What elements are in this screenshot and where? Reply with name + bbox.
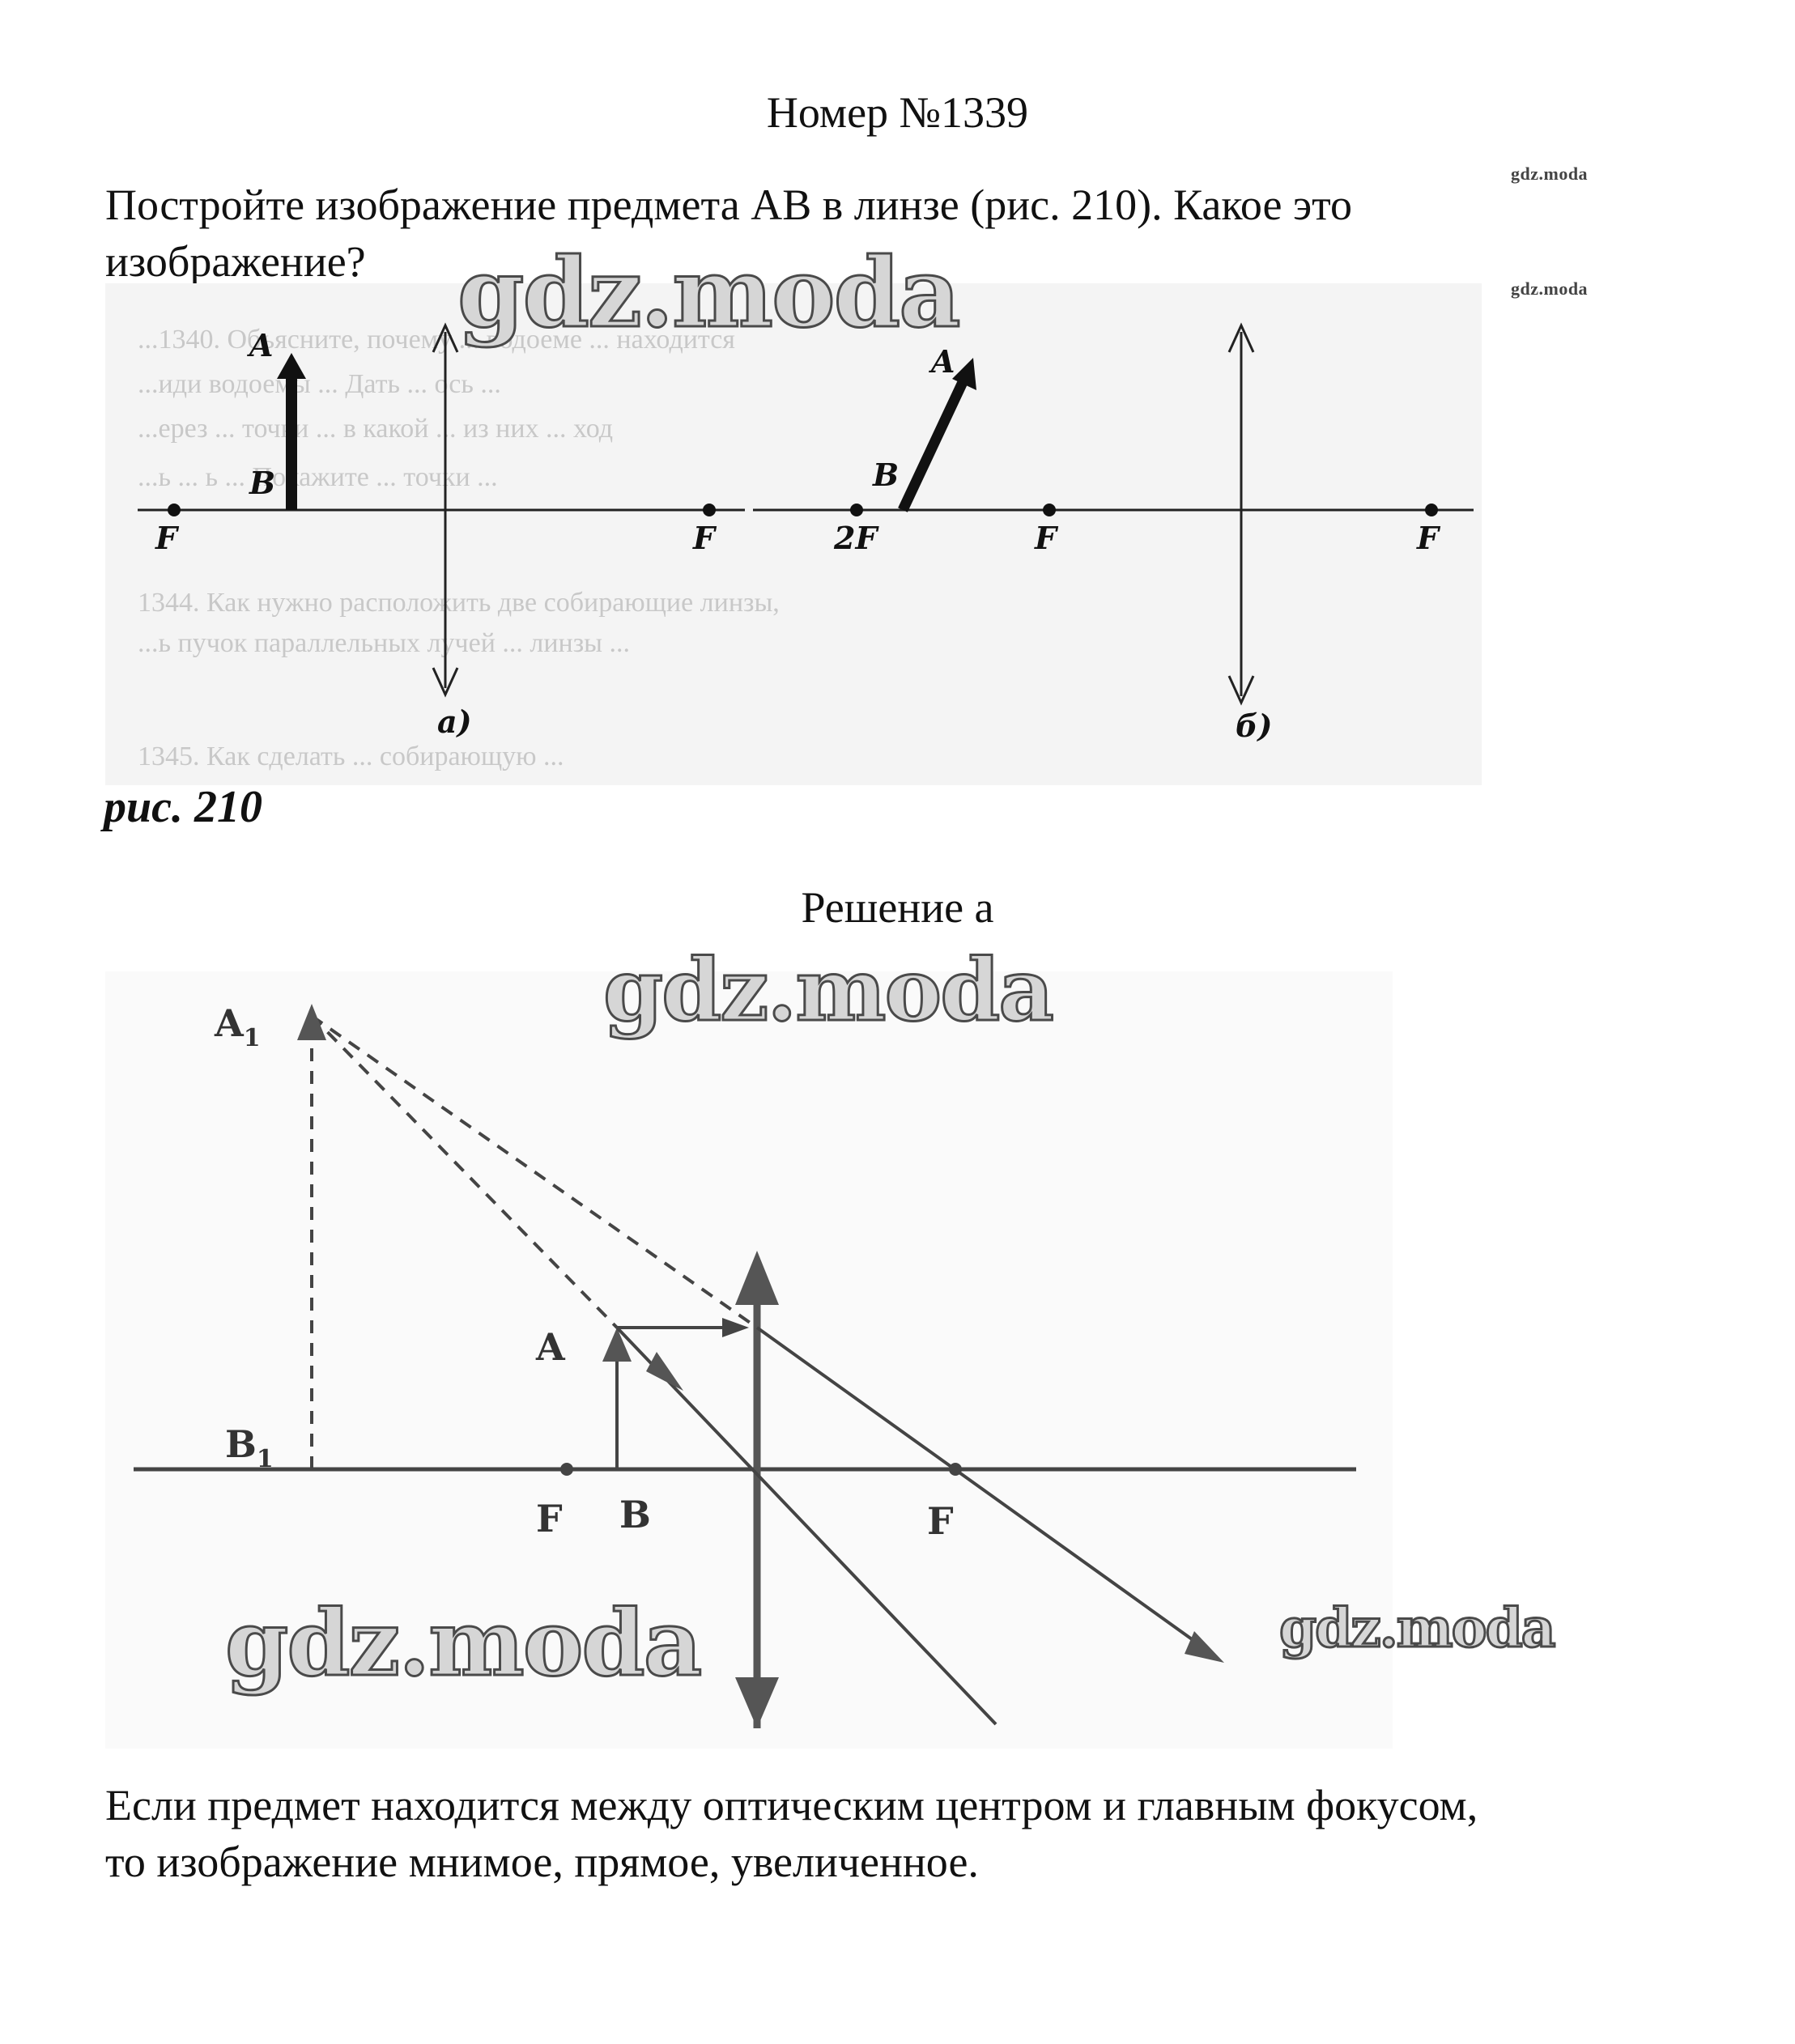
panel-a-lens-bottom-arrow	[432, 667, 459, 698]
answer-line-1: Если предмет находится между оптическим …	[105, 1781, 1478, 1829]
bg-text-line-4: ...ь ... ь ... Покажите ... точки ...	[138, 462, 498, 492]
watermark-large-3: gdz.moda	[223, 1590, 703, 1698]
panel-b-label-2F: 2F	[833, 520, 879, 556]
panel-a-label-A: A	[247, 327, 273, 363]
panel-b-object-arrow	[898, 378, 968, 512]
panel-a-label-F-left: F	[155, 520, 180, 556]
task-line-1: Постройте изображение предмета AB в линз…	[105, 181, 1353, 229]
panel-b-focus-right-dot	[1425, 504, 1438, 516]
solution-center-ray-arrowhead	[646, 1352, 683, 1391]
task-line-2: изображение?	[105, 237, 366, 286]
solution-refracted-ray-arrowhead	[1185, 1631, 1224, 1663]
solution-label-F-right: F	[927, 1499, 954, 1543]
solution-lens-top-arrowhead	[735, 1251, 779, 1305]
task-text: Постройте изображение предмета AB в линз…	[105, 176, 1530, 290]
solution-object-arrowhead	[602, 1328, 632, 1362]
panel-b-object-arrowhead	[952, 358, 976, 390]
watermark-large-4: gdz.moda	[1278, 1596, 1558, 1661]
panel-b-sublabel: б)	[1236, 708, 1272, 744]
figure-background-text: ...1340. Объясните, почему ... водоеме .…	[138, 325, 780, 771]
panel-b-lens-bottom-arrow	[1227, 675, 1255, 706]
panel-b-focus-left-dot	[1043, 504, 1056, 516]
panel-b-label-A: A	[929, 343, 955, 380]
figure-caption: рис. 210	[104, 782, 262, 832]
solution-focus-right-dot	[949, 1463, 962, 1476]
panel-b-2F-dot	[850, 504, 863, 516]
panel-a-focus-right-dot	[703, 504, 716, 516]
solution-ray-parallel-arrowhead	[722, 1318, 749, 1337]
solution-image-arrowhead	[297, 1004, 326, 1040]
solution-focus-left-dot	[560, 1463, 573, 1476]
bg-text-line-1: ...1340. Объясните, почему ... водоеме .…	[138, 325, 735, 355]
panel-b-label-F-left: F	[1034, 520, 1059, 556]
bg-text-line-7: 1345. Как сделать ... собирающую ...	[138, 742, 564, 771]
panel-a-focus-left-dot	[168, 504, 181, 516]
panel-b: A B 2F F F б)	[753, 322, 1474, 744]
answer-text: Если предмет находится между оптическим …	[105, 1777, 1725, 1890]
solution-background	[105, 971, 1393, 1749]
solution-title: Решение а	[801, 883, 994, 932]
panel-b-label-B: B	[872, 457, 899, 493]
solution-label-A1: A1	[214, 1001, 261, 1052]
watermark-large-2: gdz.moda	[602, 938, 1056, 1042]
panel-a-label-F-right: F	[692, 520, 717, 556]
solution-diagram: A1 B1 A B F F	[105, 971, 1393, 1749]
panel-b-lens-top-arrow	[1227, 322, 1255, 353]
panel-a-sublabel: а)	[437, 703, 472, 740]
solution-center-ray	[615, 1326, 997, 1726]
watermark-small-1: gdz.moda	[1511, 164, 1589, 184]
bg-text-line-3: ...ерез ... точки ... в какой ... из них…	[138, 414, 613, 444]
solution-label-F-left: F	[536, 1497, 563, 1540]
panel-a-label-B: B	[249, 465, 275, 501]
watermark-small-2: gdz.moda	[1511, 278, 1589, 299]
solution-refracted-ray	[755, 1326, 1216, 1657]
bg-text-line-2: ...иди водоемы ... Дать ... ось ...	[138, 369, 501, 399]
solution-dashed-extension-1	[310, 1014, 619, 1329]
watermark-large-1: gdz.moda	[457, 236, 963, 351]
solution-label-A: A	[535, 1325, 566, 1369]
solution-label-B1: B1	[225, 1422, 274, 1473]
panel-b-label-F-right: F	[1416, 520, 1441, 556]
figure-background	[105, 283, 1482, 785]
page-title: Номер №1339	[766, 88, 1029, 137]
figure-210: ...1340. Объясните, почему ... водоеме .…	[105, 283, 1482, 785]
bg-text-line-5: 1344. Как нужно расположить две собирающ…	[138, 588, 780, 618]
panel-a-lens-top-arrow	[432, 322, 459, 353]
bg-text-line-6: ...ь пучок параллельных лучей ... линзы …	[138, 628, 630, 658]
panel-a-object-arrowhead	[277, 353, 306, 379]
answer-line-2: то изображение мнимое, прямое, увеличенн…	[105, 1838, 979, 1886]
solution-lens-bottom-arrowhead	[735, 1677, 779, 1728]
solution-label-B: B	[619, 1493, 651, 1536]
panel-a: A B F F а)	[138, 322, 745, 740]
